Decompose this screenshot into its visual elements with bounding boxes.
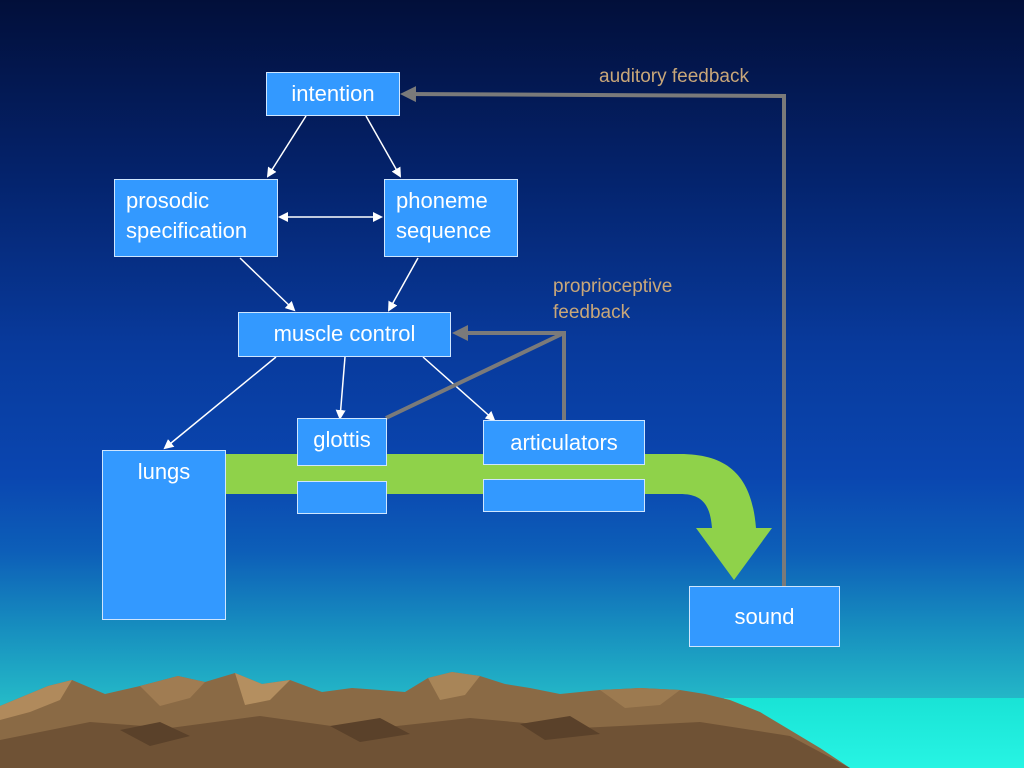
- auditory-feedback-label: auditory feedback: [599, 64, 749, 90]
- phoneme-label-line2: sequence: [396, 218, 492, 243]
- arrow-muscle-to-articulators: [422, 356, 496, 422]
- arrow-muscle-to-glottis: [335, 356, 346, 420]
- prosodic-specification-box: prosodic specification: [114, 179, 278, 257]
- feedback-lines: [385, 86, 786, 586]
- prosodic-label-line1: prosodic: [126, 188, 210, 213]
- articulators-lower-box: [483, 479, 645, 512]
- phoneme-sequence-box: phoneme sequence: [384, 179, 518, 257]
- glottis-feedback-line: [385, 331, 565, 420]
- muscle-control-label: muscle control: [273, 321, 416, 346]
- arrow-intention-to-prosodic: [266, 115, 307, 178]
- glottis-upper-box: glottis: [297, 418, 387, 466]
- muscle-control-box: muscle control: [238, 312, 451, 357]
- intention-label: intention: [291, 81, 375, 106]
- lungs-label: lungs: [137, 459, 191, 484]
- airflow-arrow: [226, 454, 772, 580]
- proprioceptive-text-line2: feedback: [553, 302, 631, 323]
- proprioceptive-feedback-label: proprioceptive feedback: [553, 274, 672, 326]
- lungs-box: lungs: [102, 450, 226, 620]
- arrow-phoneme-to-muscle: [388, 257, 419, 312]
- auditory-feedback-text: auditory feedback: [599, 66, 749, 87]
- sound-label: sound: [734, 604, 795, 629]
- proprioceptive-text-line1: proprioceptive: [553, 276, 673, 297]
- arrow-prosodic-to-muscle: [239, 257, 296, 312]
- phoneme-label-line1: phoneme: [396, 188, 488, 213]
- glottis-label: glottis: [313, 427, 371, 452]
- articulators-label: articulators: [510, 430, 618, 455]
- glottis-lower-box: [297, 481, 387, 514]
- intention-box: intention: [266, 72, 400, 116]
- auditory-feedback-line: [400, 86, 786, 586]
- arrow-muscle-to-lungs: [163, 356, 277, 450]
- control-connectors: [163, 115, 496, 450]
- articulators-upper-box: articulators: [483, 420, 645, 465]
- arrow-intention-to-phoneme: [365, 115, 401, 178]
- mountains: [0, 672, 850, 768]
- prosodic-label-line2: specification: [126, 218, 248, 243]
- sound-box: sound: [689, 586, 840, 647]
